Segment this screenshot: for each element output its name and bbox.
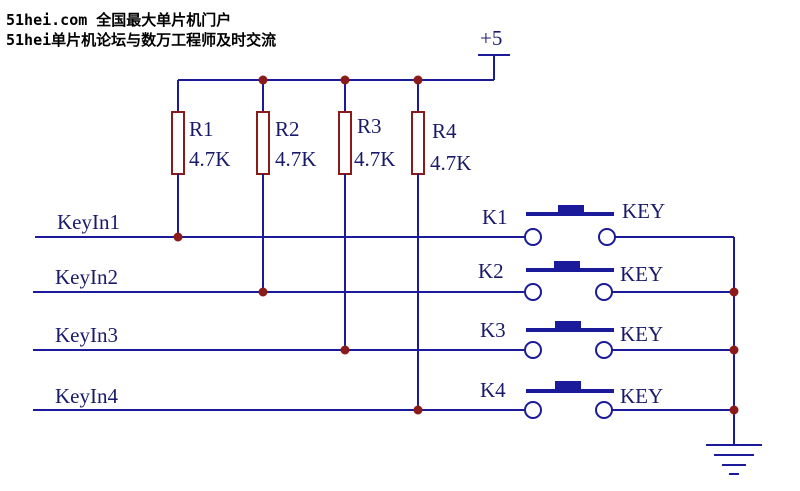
- k3-designator: K3: [480, 318, 506, 342]
- keyin1-label: KeyIn1: [57, 210, 120, 234]
- k3-type: KEY: [620, 322, 663, 346]
- input-line-1: KeyIn1: [35, 210, 524, 238]
- site-title: 51hei.com 全国最大单片机门户: [6, 11, 231, 29]
- junction-node: [413, 75, 423, 85]
- r3-body: [338, 111, 352, 175]
- k1-type: KEY: [622, 199, 665, 223]
- junction-node: [340, 75, 350, 85]
- k2-right-contact: [595, 283, 613, 301]
- k1-right-contact: [598, 228, 616, 246]
- k3-left-contact: [524, 341, 542, 359]
- r3-value: 4.7K: [354, 147, 395, 171]
- r1-body: [171, 111, 185, 175]
- resistor-r1: R1 4.7K: [171, 80, 230, 237]
- junction-node: [173, 232, 183, 242]
- junction-node: [413, 405, 423, 415]
- junction-node: [729, 287, 739, 297]
- k2-designator: K2: [478, 259, 504, 283]
- pushbutton-k1: K1 KEY: [482, 199, 734, 246]
- k2-left-contact: [524, 283, 542, 301]
- r2-value: 4.7K: [275, 147, 316, 171]
- k4-right-contact: [595, 401, 613, 419]
- k4-type: KEY: [620, 384, 663, 408]
- k4-button-cap: [555, 381, 581, 390]
- r3-designator: R3: [357, 114, 382, 138]
- pushbutton-k4: K4 KEY: [480, 378, 734, 419]
- k3-button-cap: [555, 321, 581, 330]
- keyin2-label: KeyIn2: [55, 265, 118, 289]
- r4-value: 4.7K: [430, 151, 471, 175]
- k4-left-contact: [524, 401, 542, 419]
- input-line-2: KeyIn2: [33, 265, 524, 293]
- resistor-r3: R3 4.7K: [338, 80, 395, 350]
- k2-type: KEY: [620, 262, 663, 286]
- r2-designator: R2: [275, 117, 300, 141]
- keyin4-label: KeyIn4: [55, 384, 118, 408]
- power-supply: +5: [178, 26, 510, 81]
- k1-designator: K1: [482, 205, 508, 229]
- r4-body: [411, 111, 425, 175]
- input-line-4: KeyIn4: [33, 384, 524, 411]
- site-subtitle: 51hei单片机论坛与数万工程师及时交流: [6, 31, 276, 49]
- resistor-r4: R4 4.7K: [411, 80, 471, 410]
- resistor-r2: R2 4.7K: [256, 80, 316, 292]
- junction-node: [729, 345, 739, 355]
- input-line-3: KeyIn3: [33, 323, 524, 351]
- r4-designator: R4: [432, 119, 457, 143]
- k1-left-contact: [524, 228, 542, 246]
- junction-node: [258, 287, 268, 297]
- r1-value: 4.7K: [189, 147, 230, 171]
- supply-label: +5: [480, 26, 502, 50]
- k1-button-cap: [558, 205, 584, 214]
- k2-button-cap: [554, 261, 580, 270]
- pushbutton-k3: K3 KEY: [480, 318, 734, 359]
- k4-designator: K4: [480, 378, 506, 402]
- ground-bus: [706, 237, 762, 475]
- junction-node: [340, 345, 350, 355]
- pushbutton-k2: K2 KEY: [478, 259, 734, 301]
- keyin3-label: KeyIn3: [55, 323, 118, 347]
- r2-body: [256, 111, 270, 175]
- r1-designator: R1: [189, 117, 214, 141]
- junction-node: [258, 75, 268, 85]
- k4-contact-bar: [526, 389, 614, 393]
- junction-node: [729, 405, 739, 415]
- k3-right-contact: [595, 341, 613, 359]
